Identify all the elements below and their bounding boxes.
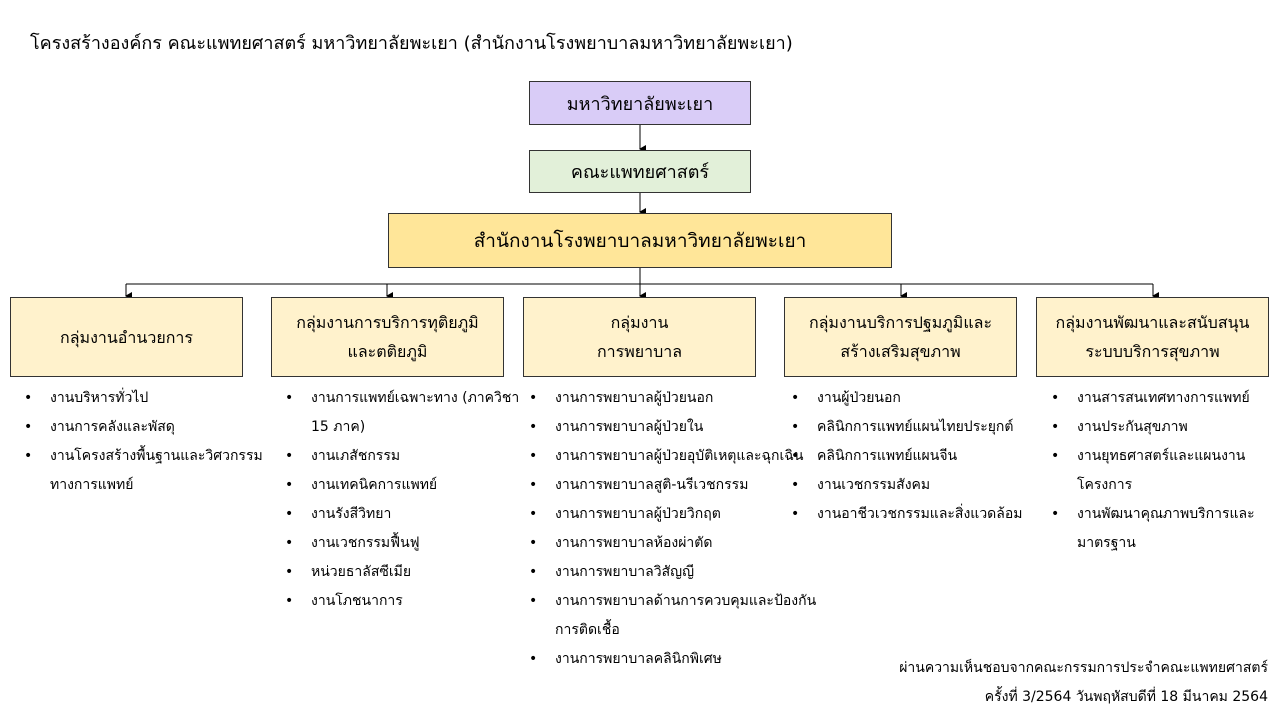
node-hospital-office: สำนักงานโรงพยาบาลมหาวิทยาลัยพะเยา — [388, 213, 892, 268]
node-dept-administration: กลุ่มงานอำนวยการ — [10, 297, 243, 377]
dept-name-line: และตติยภูมิ — [347, 342, 428, 361]
approval-date: ครั้งที่ 3/2564 วันพฤหัสบดีที่ 18 มีนาคม… — [984, 689, 1268, 705]
dept-3-items: งานผู้ป่วยนอก คลินิกการแพทย์แผนไทยประยุก… — [789, 384, 1039, 529]
list-item: งานยุทธศาสตร์และแผนงานโครงการ — [1051, 442, 1280, 500]
list-item: งานการพยาบาลสูติ-นรีเวชกรรม — [529, 471, 817, 500]
list-item: หน่วยธาลัสซีเมีย — [285, 558, 533, 587]
node-dept-nursing: กลุ่มงาน การพยาบาล — [523, 297, 756, 377]
list-item: คลินิกการแพทย์แผนจีน — [791, 442, 1039, 471]
node-dept-primary-care: กลุ่มงานบริการปฐมภูมิและ สร้างเสริมสุขภา… — [784, 297, 1017, 377]
dept-name-line: กลุ่มงาน — [610, 313, 669, 332]
list-item: งานบริหารทั่วไป — [24, 384, 268, 413]
dept-4-items: งานสารสนเทศทางการแพทย์ งานประกันสุขภาพ ง… — [1049, 384, 1280, 558]
list-item: งานการพยาบาลผู้ป่วยวิกฤต — [529, 500, 817, 529]
dept-0-items: งานบริหารทั่วไป งานการคลังและพัสดุ งานโค… — [22, 384, 268, 500]
list-item: งานเภสัชกรรม — [285, 442, 533, 471]
list-item: งานการพยาบาลห้องผ่าตัด — [529, 529, 817, 558]
node-dept-secondary-tertiary: กลุ่มงานการบริการทุติยภูมิ และตติยภูมิ — [271, 297, 504, 377]
list-item: งานการพยาบาลผู้ป่วยใน — [529, 413, 817, 442]
dept-name-line: กลุ่มงานบริการปฐมภูมิและ — [808, 313, 993, 332]
list-item: งานโครงสร้างพื้นฐานและวิศวกรรมทางการแพทย… — [24, 442, 268, 500]
dept-name-line: การพยาบาล — [596, 342, 683, 361]
page-title: โครงสร้างองค์กร คณะแพทยศาสตร์ มหาวิทยาลั… — [30, 33, 793, 54]
node-dept-development-support: กลุ่มงานพัฒนาและสนับสนุน ระบบบริการสุขภา… — [1036, 297, 1269, 377]
list-item: งานการพยาบาลด้านการควบคุมและป้องกันการติ… — [529, 587, 817, 645]
list-item: งานการคลังและพัสดุ — [24, 413, 268, 442]
dept-name-line: สร้างเสริมสุขภาพ — [840, 342, 961, 361]
approval-note: ผ่านความเห็นชอบจากคณะกรรมการประจำคณะแพทย… — [899, 660, 1268, 676]
list-item: งานการพยาบาลผู้ป่วยอุบัติเหตุและฉุกเฉิน — [529, 442, 817, 471]
list-item: คลินิกการแพทย์แผนไทยประยุกต์ — [791, 413, 1039, 442]
list-item: งานเวชกรรมฟื้นฟู — [285, 529, 533, 558]
list-item: งานการแพทย์เฉพาะทาง (ภาควิชา 15 ภาค) — [285, 384, 533, 442]
list-item: งานรังสีวิทยา — [285, 500, 533, 529]
list-item: งานพัฒนาคุณภาพบริการและมาตรฐาน — [1051, 500, 1280, 558]
list-item: งานอาชีวเวชกรรมและสิ่งแวดล้อม — [791, 500, 1039, 529]
list-item: งานผู้ป่วยนอก — [791, 384, 1039, 413]
list-item: งานการพยาบาลวิสัญญี — [529, 558, 817, 587]
node-faculty: คณะแพทยศาสตร์ — [529, 150, 751, 193]
list-item: งานเทคนิคการแพทย์ — [285, 471, 533, 500]
list-item: งานการพยาบาลคลินิกพิเศษ — [529, 645, 817, 674]
list-item: งานสารสนเทศทางการแพทย์ — [1051, 384, 1280, 413]
dept-name-line: ระบบบริการสุขภาพ — [1085, 342, 1220, 361]
dept-name-line: กลุ่มงานอำนวยการ — [60, 327, 193, 347]
dept-1-items: งานการแพทย์เฉพาะทาง (ภาควิชา 15 ภาค) งาน… — [283, 384, 533, 616]
node-university: มหาวิทยาลัยพะเยา — [529, 81, 751, 125]
dept-name-line: กลุ่มงานการบริการทุติยภูมิ — [296, 313, 479, 332]
dept-name-line: กลุ่มงานพัฒนาและสนับสนุน — [1055, 313, 1250, 332]
list-item: งานประกันสุขภาพ — [1051, 413, 1280, 442]
list-item: งานโภชนาการ — [285, 587, 533, 616]
dept-2-items: งานการพยาบาลผู้ป่วยนอก งานการพยาบาลผู้ป่… — [527, 384, 817, 674]
list-item: งานการพยาบาลผู้ป่วยนอก — [529, 384, 817, 413]
list-item: งานเวชกรรมสังคม — [791, 471, 1039, 500]
